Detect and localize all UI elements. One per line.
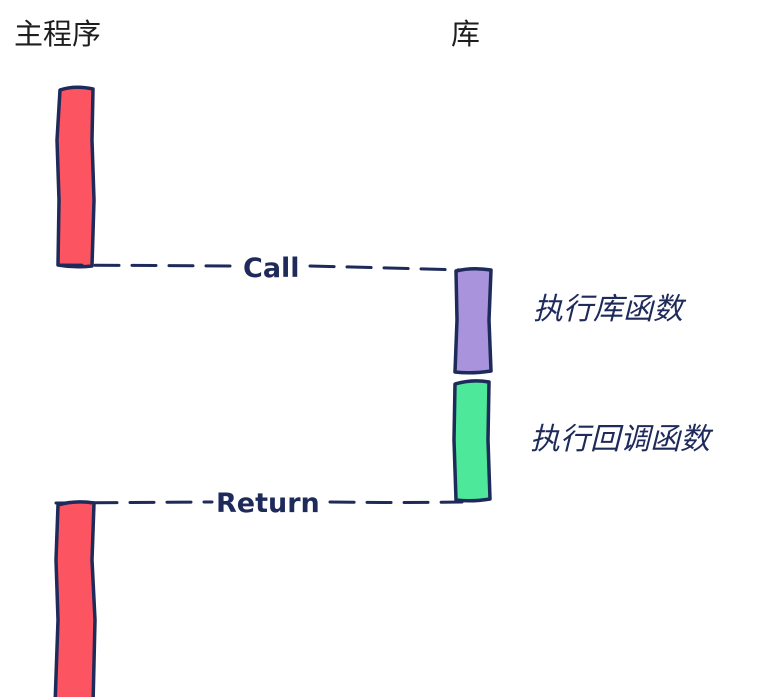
execute-library-note: 执行库函数 (533, 292, 687, 327)
main-activation-bar-top (55, 85, 96, 269)
call-arrow-line (56, 263, 464, 272)
return-label: Return (216, 488, 320, 519)
library-activation-bar (453, 266, 493, 375)
main-program-title: 主程序 (14, 17, 101, 51)
callback-activation-bar (452, 379, 492, 503)
execute-callback-note: 执行回调函数 (530, 422, 714, 457)
return-arrow-line (54, 500, 464, 505)
library-title: 库 (451, 17, 480, 51)
call-label: Call (243, 253, 300, 284)
main-activation-bar-bottom (53, 500, 97, 697)
